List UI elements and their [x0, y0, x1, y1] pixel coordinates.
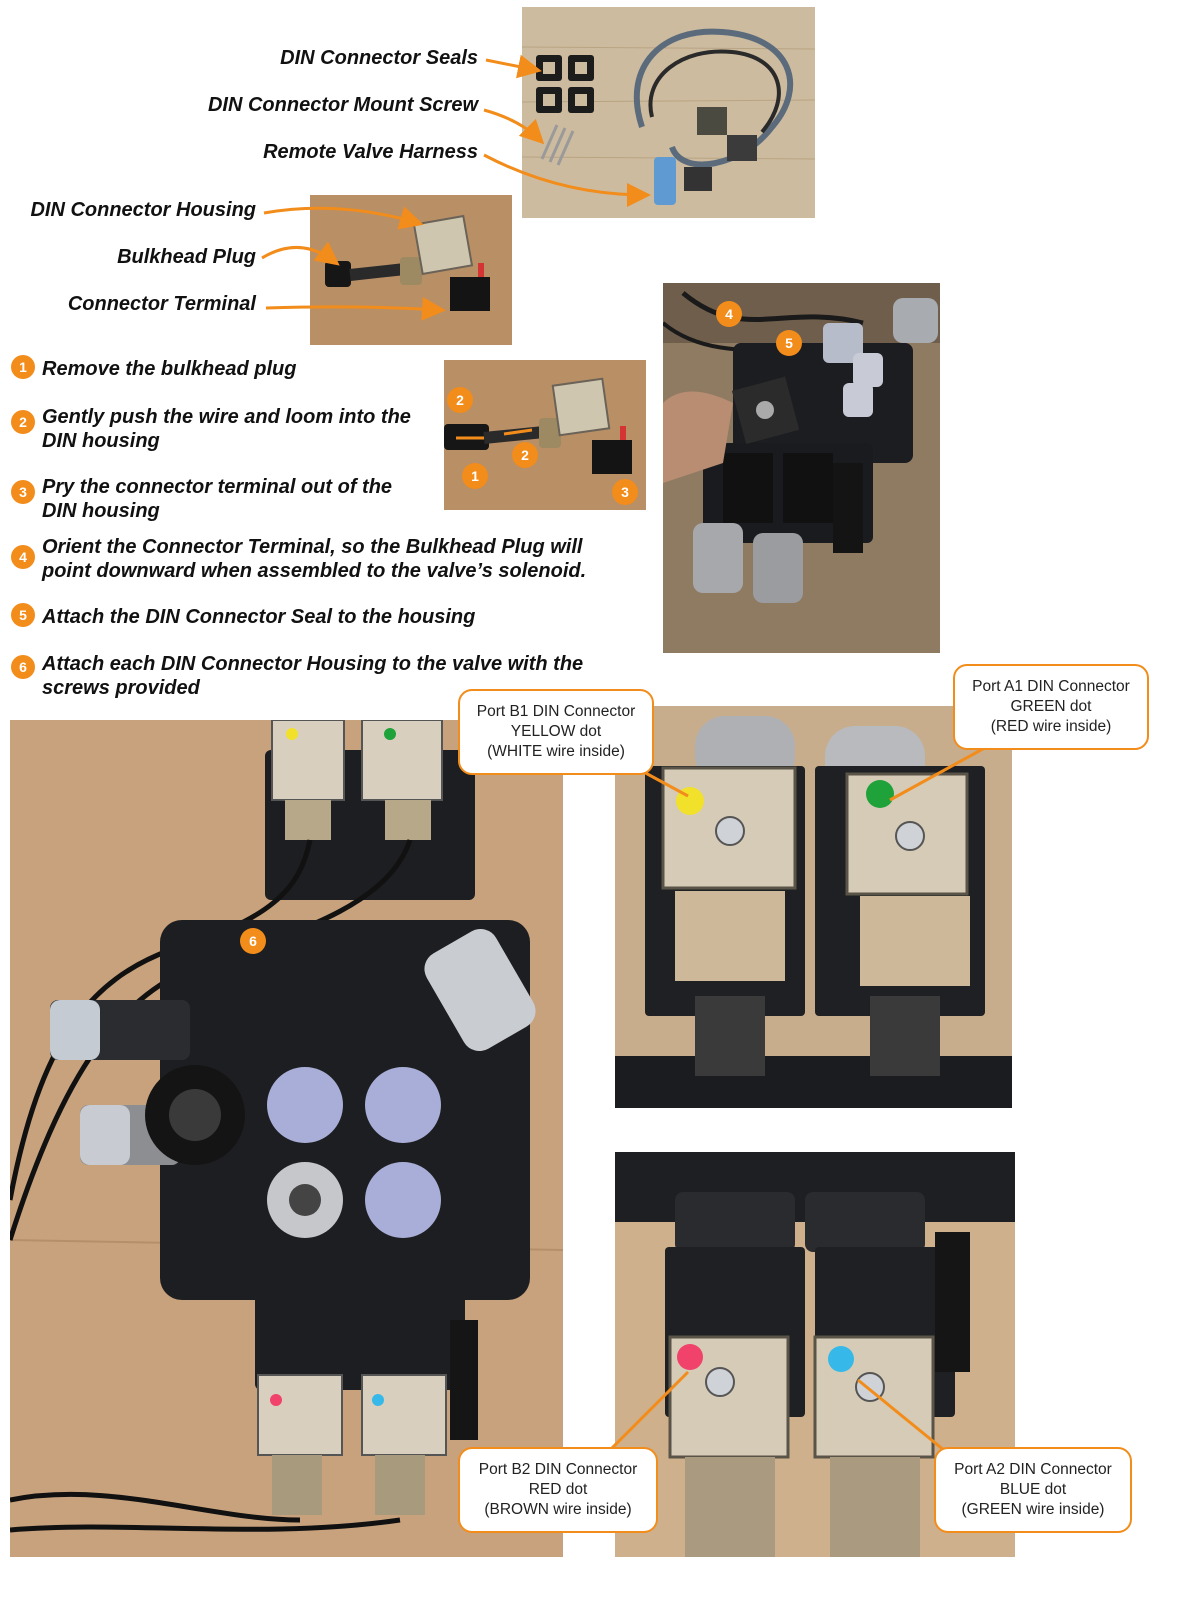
step-6-text: Attach each DIN Connector Housing to the…: [42, 653, 584, 699]
step-3-text: Pry the connector terminal out of the DI…: [42, 476, 393, 522]
callout-port-b2: Port B2 DIN Connector RED dot (BROWN wir…: [458, 1447, 658, 1533]
callout-port-b1-title: Port B1 DIN Connector: [476, 703, 636, 720]
parts-kit-photo: [522, 7, 815, 218]
step-photo-badge-1: 1: [462, 463, 488, 489]
upper-solenoid-closeup-photo: [615, 706, 1012, 1108]
main-photo-badge-6: 6: [240, 928, 266, 954]
callout-port-b2-wire: (BROWN wire inside): [484, 1501, 632, 1518]
step-2-badge: 2: [11, 410, 35, 434]
valve-photo-badge-5: 5: [776, 330, 802, 356]
label-connector-terminal: Connector Terminal: [67, 293, 256, 315]
label-din-connector-seals: DIN Connector Seals: [280, 47, 478, 69]
callout-port-b1-wire: (WHITE wire inside): [487, 743, 625, 760]
step-6-badge: 6: [11, 655, 35, 679]
label-bulkhead-plug: Bulkhead Plug: [117, 246, 256, 268]
step-4-badge: 4: [11, 545, 35, 569]
callout-arrows-top: [261, 54, 651, 321]
step-photo-badge-2a: 2: [447, 387, 473, 413]
lower-solenoid-closeup-photo: [615, 1152, 1015, 1557]
callout-port-a2-title: Port A2 DIN Connector: [954, 1461, 1112, 1478]
step-photo-badge-2b: 2: [512, 442, 538, 468]
step-photo-badge-3: 3: [612, 479, 638, 505]
label-din-connector-mount-screw: DIN Connector Mount Screw: [207, 94, 478, 116]
valve-photo-badge-4: 4: [716, 301, 742, 327]
label-din-connector-housing: DIN Connector Housing: [30, 199, 256, 221]
callout-port-a1-title: Port A1 DIN Connector: [972, 678, 1130, 695]
callout-port-b1-dot: YELLOW dot: [510, 723, 602, 740]
step-1-badge: 1: [11, 355, 35, 379]
callout-port-a1-dot: GREEN dot: [1010, 698, 1092, 715]
step-4-text: Orient the Connector Terminal, so the Bu…: [42, 536, 587, 582]
callout-port-a1: Port A1 DIN Connector GREEN dot (RED wir…: [953, 664, 1149, 750]
callout-port-a1-wire: (RED wire inside): [990, 718, 1112, 735]
step-2-text: Gently push the wire and loom into the D…: [42, 406, 411, 452]
callout-port-b2-title: Port B2 DIN Connector: [478, 1461, 638, 1478]
callout-port-a2: Port A2 DIN Connector BLUE dot (GREEN wi…: [934, 1447, 1132, 1533]
main-valve-assembly-photo: [10, 720, 563, 1557]
callout-port-b1: Port B1 DIN Connector YELLOW dot (WHITE …: [458, 689, 654, 775]
step-5-text: Attach the DIN Connector Seal to the hou…: [42, 606, 476, 628]
callout-port-a2-dot: BLUE dot: [999, 1481, 1067, 1498]
step-5-badge: 5: [11, 603, 35, 627]
callout-port-b2-dot: RED dot: [528, 1481, 588, 1498]
step-1-text: Remove the bulkhead plug: [42, 358, 297, 380]
label-remote-valve-harness: Remote Valve Harness: [263, 141, 478, 163]
step-3-badge: 3: [11, 480, 35, 504]
callout-port-a2-wire: (GREEN wire inside): [961, 1501, 1105, 1518]
